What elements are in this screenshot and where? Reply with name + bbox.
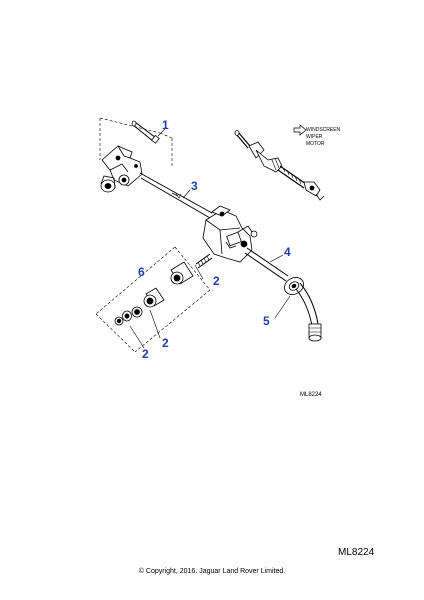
callout-2-washer: 2 — [162, 336, 169, 350]
leader-lines — [129, 128, 291, 349]
motor-arrow-icon — [293, 124, 307, 136]
left-bracket-housing — [100, 145, 143, 193]
bush-large — [170, 261, 194, 285]
bush-kit-group-box — [95, 246, 211, 353]
motor-label-line1: WINDSCREEN — [306, 127, 341, 133]
drive-tube — [244, 247, 289, 282]
callout-4: 4 — [284, 245, 291, 259]
callout-6: 6 — [138, 265, 145, 279]
callout-5: 5 — [263, 314, 270, 328]
callout-3: 3 — [191, 179, 198, 193]
callout-1: 1 — [162, 118, 169, 132]
central-gearbox-housing — [195, 205, 258, 269]
bolt — [131, 120, 160, 144]
washer-stack — [114, 306, 143, 326]
callout-2-bush: 2 — [142, 347, 149, 361]
motor-label-line2: WIPER — [306, 134, 323, 140]
copyright-text: © Copyright, 2016. Jaguar Land Rover Lim… — [138, 568, 286, 575]
bolt-group-box — [99, 117, 173, 168]
diagram-ref-large: ML8224 — [338, 547, 375, 558]
callout-2-gearbox: 2 — [213, 274, 220, 288]
grommet — [284, 277, 304, 295]
diagram-ref-small: ML8224 — [300, 392, 322, 398]
cross-shaft — [139, 172, 213, 219]
bush-medium — [143, 287, 165, 308]
curved-tube — [295, 282, 322, 342]
motor-label-line3: MOTOR — [306, 141, 325, 147]
wiper-motor-cable — [234, 130, 325, 201]
